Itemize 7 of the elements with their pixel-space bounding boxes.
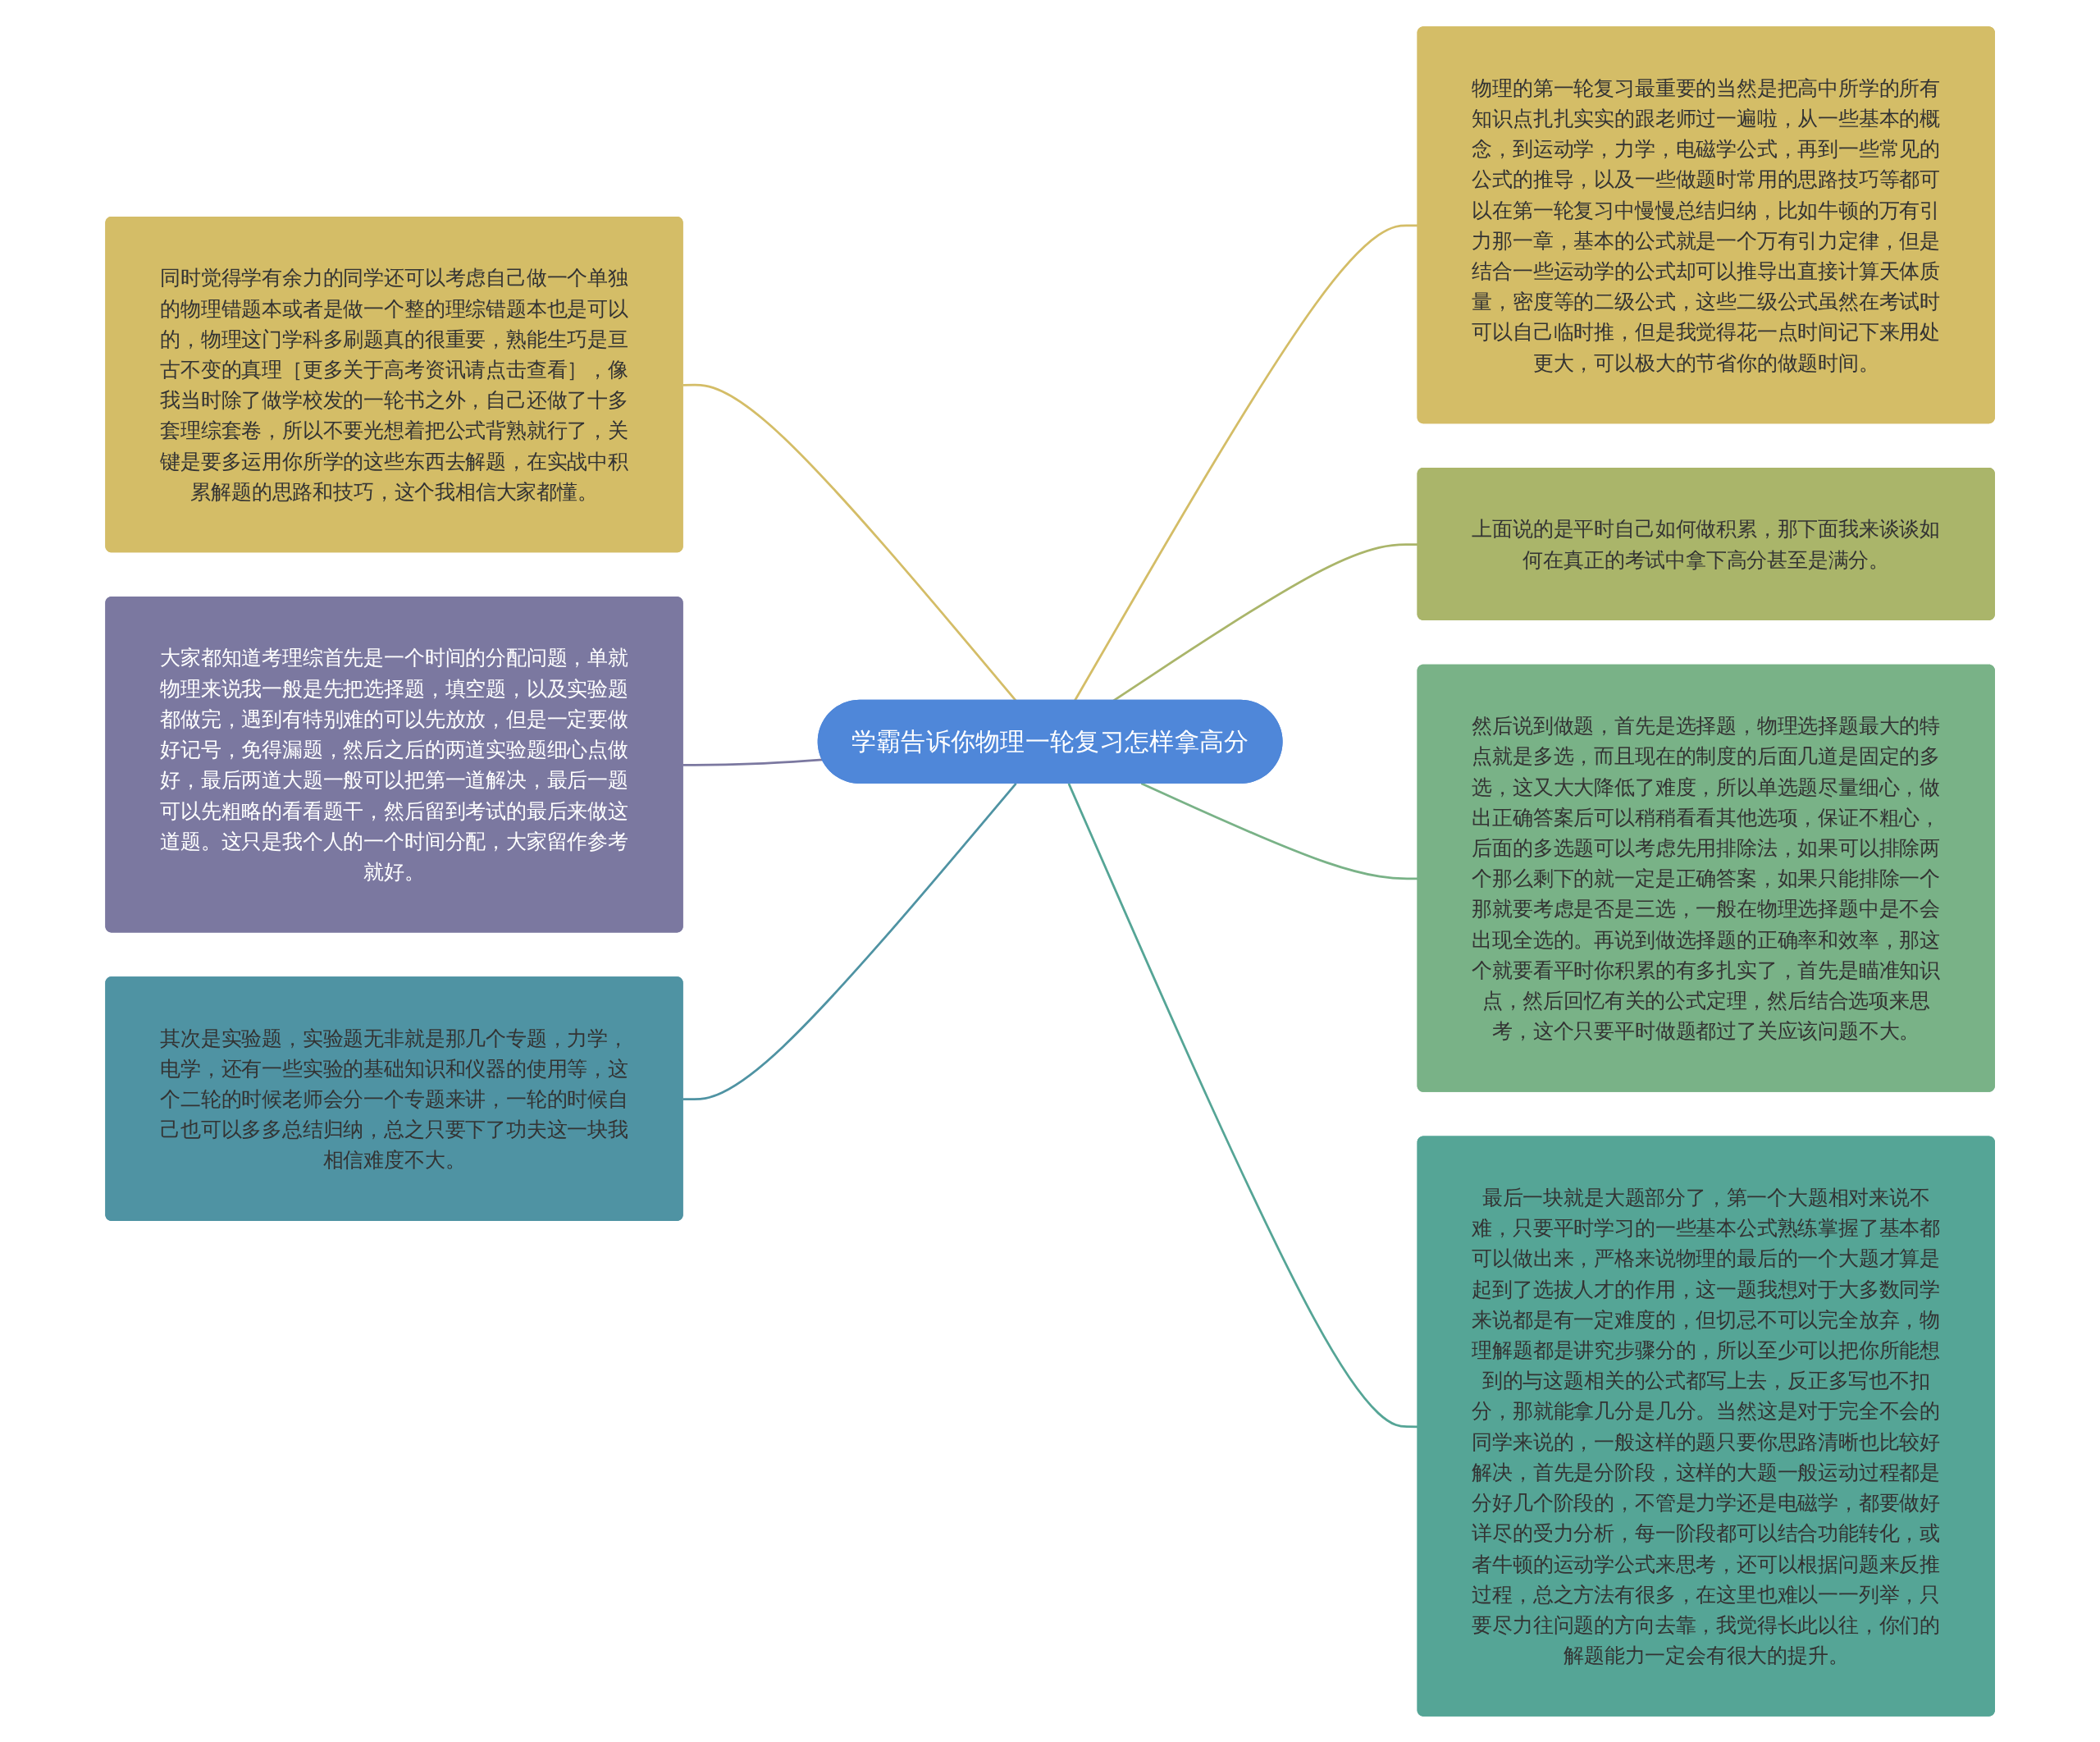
connector	[682, 383, 1017, 702]
connector	[682, 782, 1017, 1100]
connector	[1140, 782, 1418, 880]
connector	[682, 757, 823, 766]
connector	[1112, 542, 1418, 702]
connector	[1073, 223, 1418, 702]
connector	[1067, 782, 1418, 1428]
